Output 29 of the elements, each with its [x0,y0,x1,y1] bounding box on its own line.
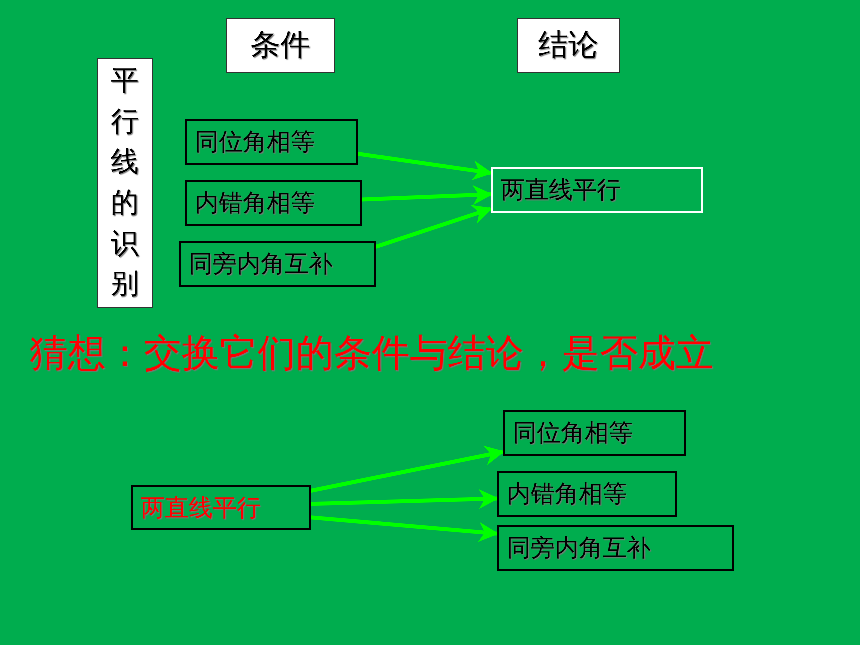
node-text: 条件 [250,27,310,65]
header-box [226,18,335,73]
node-text: 结论 [538,27,598,65]
arrow [358,152,493,181]
statement-box [131,485,311,530]
node-text: 同位角相等 [195,127,315,158]
header-box [517,18,620,73]
statement-box [179,241,376,287]
statement-box [497,471,677,517]
node-text: 两直线平行 [141,492,261,524]
conjecture-text: 猜想：交换它们的条件与结论，是否成立 [30,330,714,377]
node-text: 内错角相等 [507,479,627,510]
statement-box [497,525,734,571]
title-box [97,58,153,308]
statement-box [185,119,358,165]
statement-box [491,167,703,213]
node-text: 同位角相等 [513,418,633,449]
arrow [362,185,493,206]
node-text: 两直线平行 [501,175,621,206]
statement-box [503,410,686,456]
arrow [310,446,505,493]
arrow [310,489,499,510]
arrow [375,205,493,249]
statement-box [185,180,362,226]
node-text: 内错角相等 [195,188,315,219]
node-text: 平行线的识别 [111,63,139,302]
node-text: 同旁内角互补 [507,533,651,564]
arrow [310,516,499,542]
node-text: 同旁内角互补 [189,249,333,280]
